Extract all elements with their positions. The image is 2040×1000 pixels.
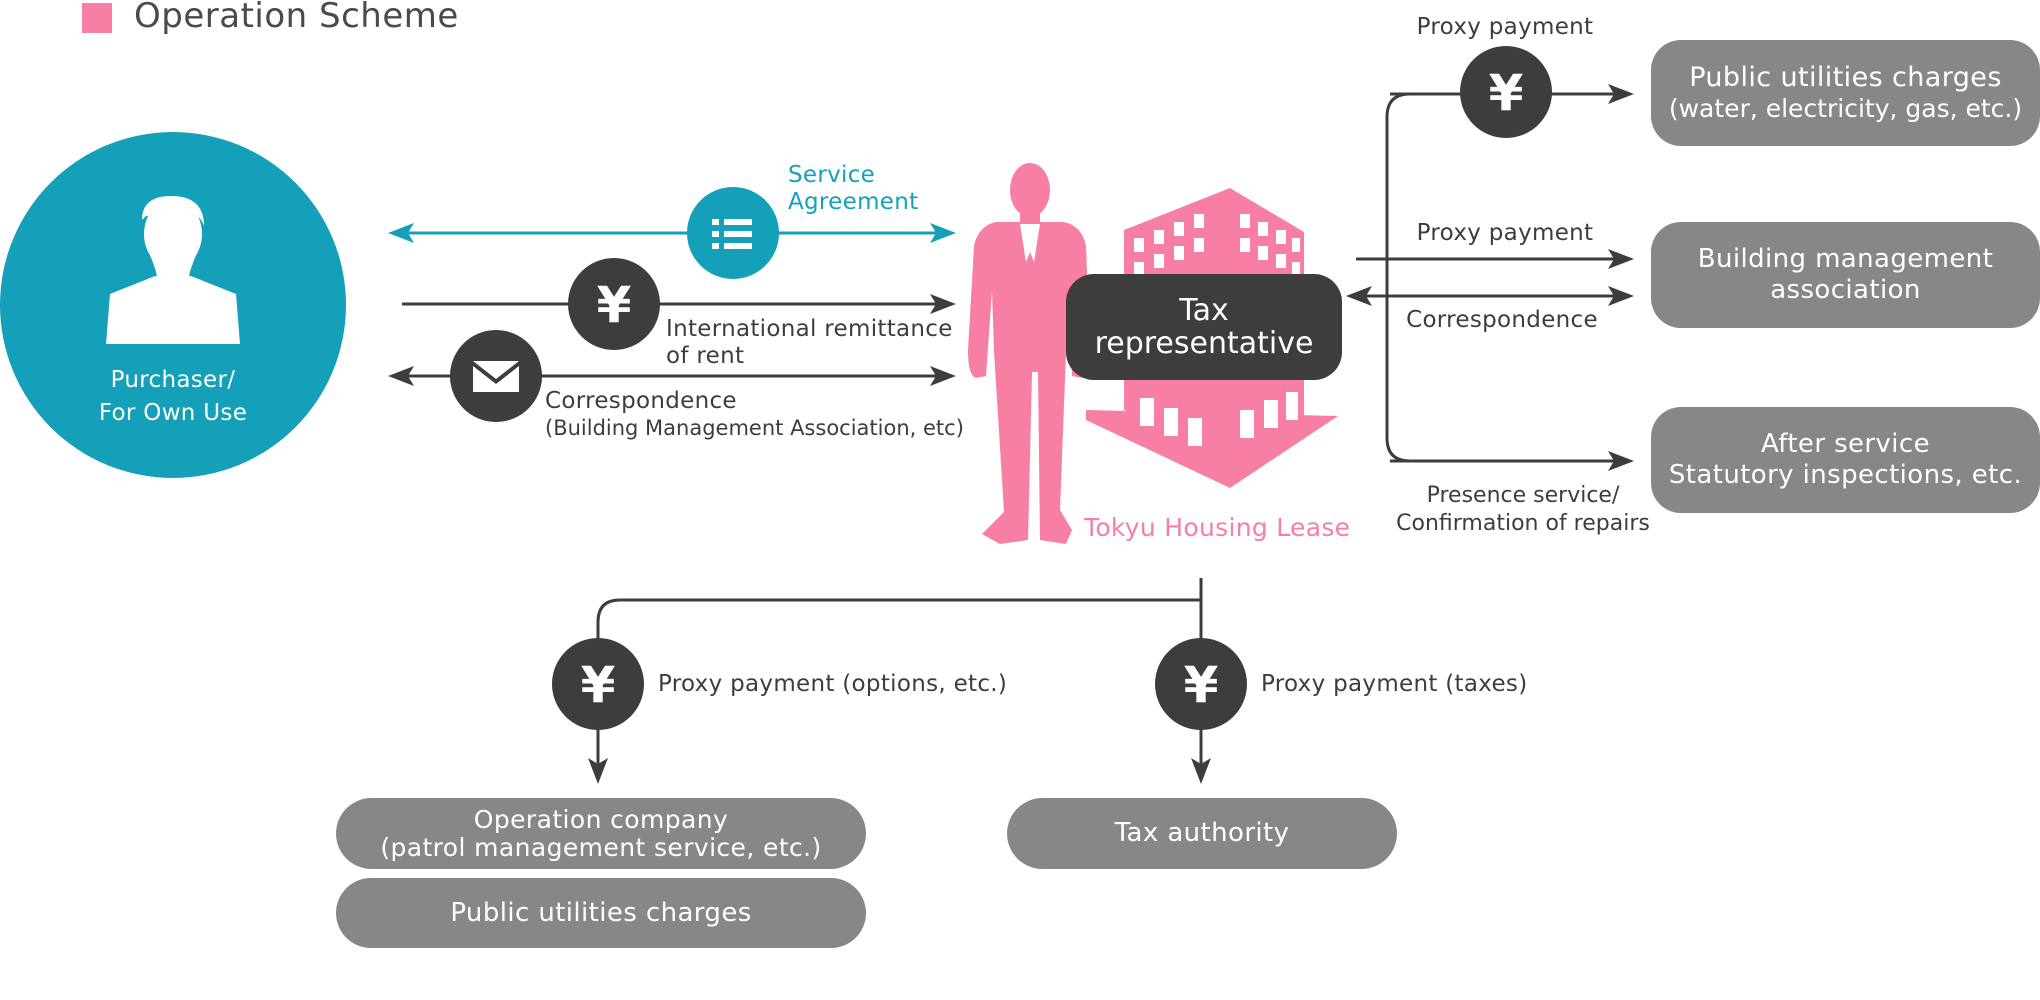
after-service-box: After service Statutory inspections, etc… bbox=[1651, 407, 2040, 513]
tax-rep-line2: representative bbox=[1094, 326, 1314, 361]
correspondence-left-label: Correspondence (Building Management Asso… bbox=[545, 388, 964, 442]
public-utilities-bottom-box: Public utilities charges bbox=[336, 878, 866, 948]
right-branch-line bbox=[1385, 92, 1630, 463]
svg-text:¥: ¥ bbox=[597, 276, 632, 334]
building-windows bbox=[1134, 214, 1300, 446]
person-silhouette-icon bbox=[106, 196, 240, 344]
tax-rep-line1: Tax bbox=[1179, 293, 1229, 328]
after-line1: After service bbox=[1760, 429, 1931, 459]
remittance-label: International remittance of rent bbox=[666, 316, 953, 370]
businessman-icon bbox=[968, 163, 1090, 544]
company-label: Tokyu Housing Lease bbox=[1084, 513, 1351, 542]
businessman-shirt bbox=[1020, 224, 1040, 262]
service-agreement-line1: Service bbox=[788, 162, 876, 188]
proxy-taxes-label: Proxy payment (taxes) bbox=[1261, 671, 1528, 697]
public-utilities-box: Public utilities charges (water, electri… bbox=[1651, 40, 2040, 146]
building-line1: Building management bbox=[1697, 244, 1994, 274]
purchaser-line2: For Own Use bbox=[98, 400, 248, 426]
svg-text:¥: ¥ bbox=[581, 656, 616, 714]
yen-icon-remittance: ¥ bbox=[568, 258, 660, 350]
yen-icon-options: ¥ bbox=[552, 638, 644, 730]
operation-company-box: Operation company (patrol management ser… bbox=[336, 798, 866, 869]
list-icon bbox=[687, 187, 779, 279]
envelope-icon bbox=[450, 330, 542, 422]
presence-line2: Confirmation of repairs bbox=[1396, 511, 1650, 536]
operation-line2: (patrol management service, etc.) bbox=[380, 832, 822, 862]
bottom-left-branch bbox=[588, 598, 1201, 784]
remittance-line1: International remittance bbox=[666, 316, 953, 342]
correspondence-left-line1: Correspondence bbox=[545, 388, 737, 414]
service-agreement-label: Service Agreement bbox=[788, 162, 918, 216]
tax-representative-box: Tax representative bbox=[1066, 274, 1342, 380]
svg-text:¥: ¥ bbox=[1489, 64, 1524, 122]
operation-line1: Operation company bbox=[473, 804, 729, 834]
svg-text:¥: ¥ bbox=[1184, 656, 1219, 714]
remittance-line2: of rent bbox=[666, 343, 745, 369]
legend-square bbox=[82, 3, 112, 33]
page-title: Operation Scheme bbox=[134, 0, 459, 36]
proxy-options-label: Proxy payment (options, etc.) bbox=[658, 671, 1008, 697]
public-utilities-bottom-label: Public utilities charges bbox=[450, 897, 752, 928]
presence-label: Presence service/ Confirmation of repair… bbox=[1396, 482, 1650, 538]
service-agreement-line2: Agreement bbox=[788, 189, 919, 215]
presence-line1: Presence service/ bbox=[1426, 483, 1620, 508]
proxy-top-label: Proxy payment bbox=[1416, 14, 1594, 40]
public-utilities-line1: Public utilities charges bbox=[1689, 62, 2002, 93]
building-management-box: Building management association bbox=[1651, 222, 2040, 328]
tax-authority-box: Tax authority bbox=[1007, 798, 1397, 869]
tax-authority-label: Tax authority bbox=[1114, 818, 1290, 848]
correspondence-left-line2: (Building Management Association, etc) bbox=[545, 416, 964, 440]
purchaser-label: Purchaser/ For Own Use bbox=[99, 364, 247, 430]
purchaser-line1: Purchaser/ bbox=[110, 367, 236, 393]
building-line2: association bbox=[1770, 275, 1921, 305]
correspondence-right-label: Correspondence bbox=[1406, 307, 1598, 333]
yen-icon-taxes: ¥ bbox=[1155, 638, 1247, 730]
public-utilities-line2: (water, electricity, gas, etc.) bbox=[1668, 94, 2023, 123]
proxy-mid-label: Proxy payment bbox=[1416, 220, 1594, 246]
yen-icon-proxy-top: ¥ bbox=[1460, 46, 1552, 138]
after-line2: Statutory inspections, etc. bbox=[1668, 460, 2023, 490]
